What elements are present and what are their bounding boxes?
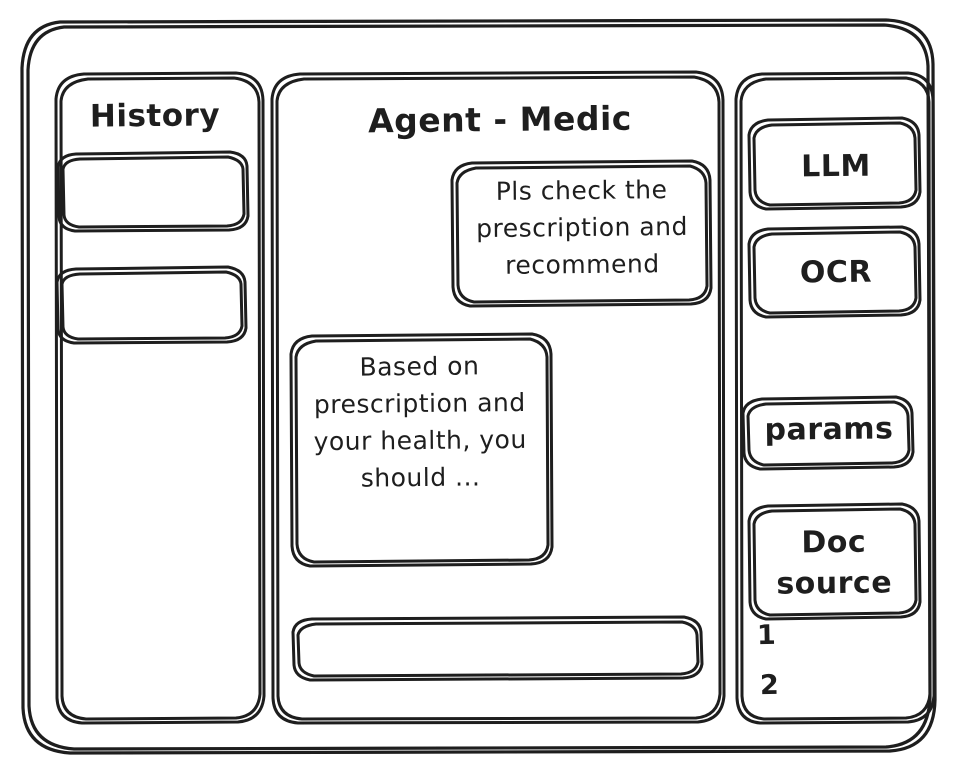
tool-ocr-button[interactable] bbox=[749, 227, 920, 317]
history-panel-title: History bbox=[89, 97, 221, 135]
user-message-text: Pls check the prescription and recommend bbox=[475, 175, 689, 280]
doc-source-item-2[interactable]: 2 bbox=[759, 669, 780, 702]
tool-doc-source-button[interactable] bbox=[749, 504, 920, 619]
history-item-2[interactable] bbox=[57, 267, 246, 343]
composer-input[interactable] bbox=[293, 617, 702, 680]
assistant-message-text: Based on prescription and your health, y… bbox=[313, 351, 527, 493]
doc-source-item-1[interactable]: 1 bbox=[756, 619, 777, 652]
history-item-1[interactable] bbox=[58, 152, 248, 232]
tool-params-button[interactable] bbox=[743, 397, 913, 469]
tool-llm-button[interactable] bbox=[749, 118, 920, 209]
agent-panel-title: Agent - Medic bbox=[367, 98, 633, 141]
